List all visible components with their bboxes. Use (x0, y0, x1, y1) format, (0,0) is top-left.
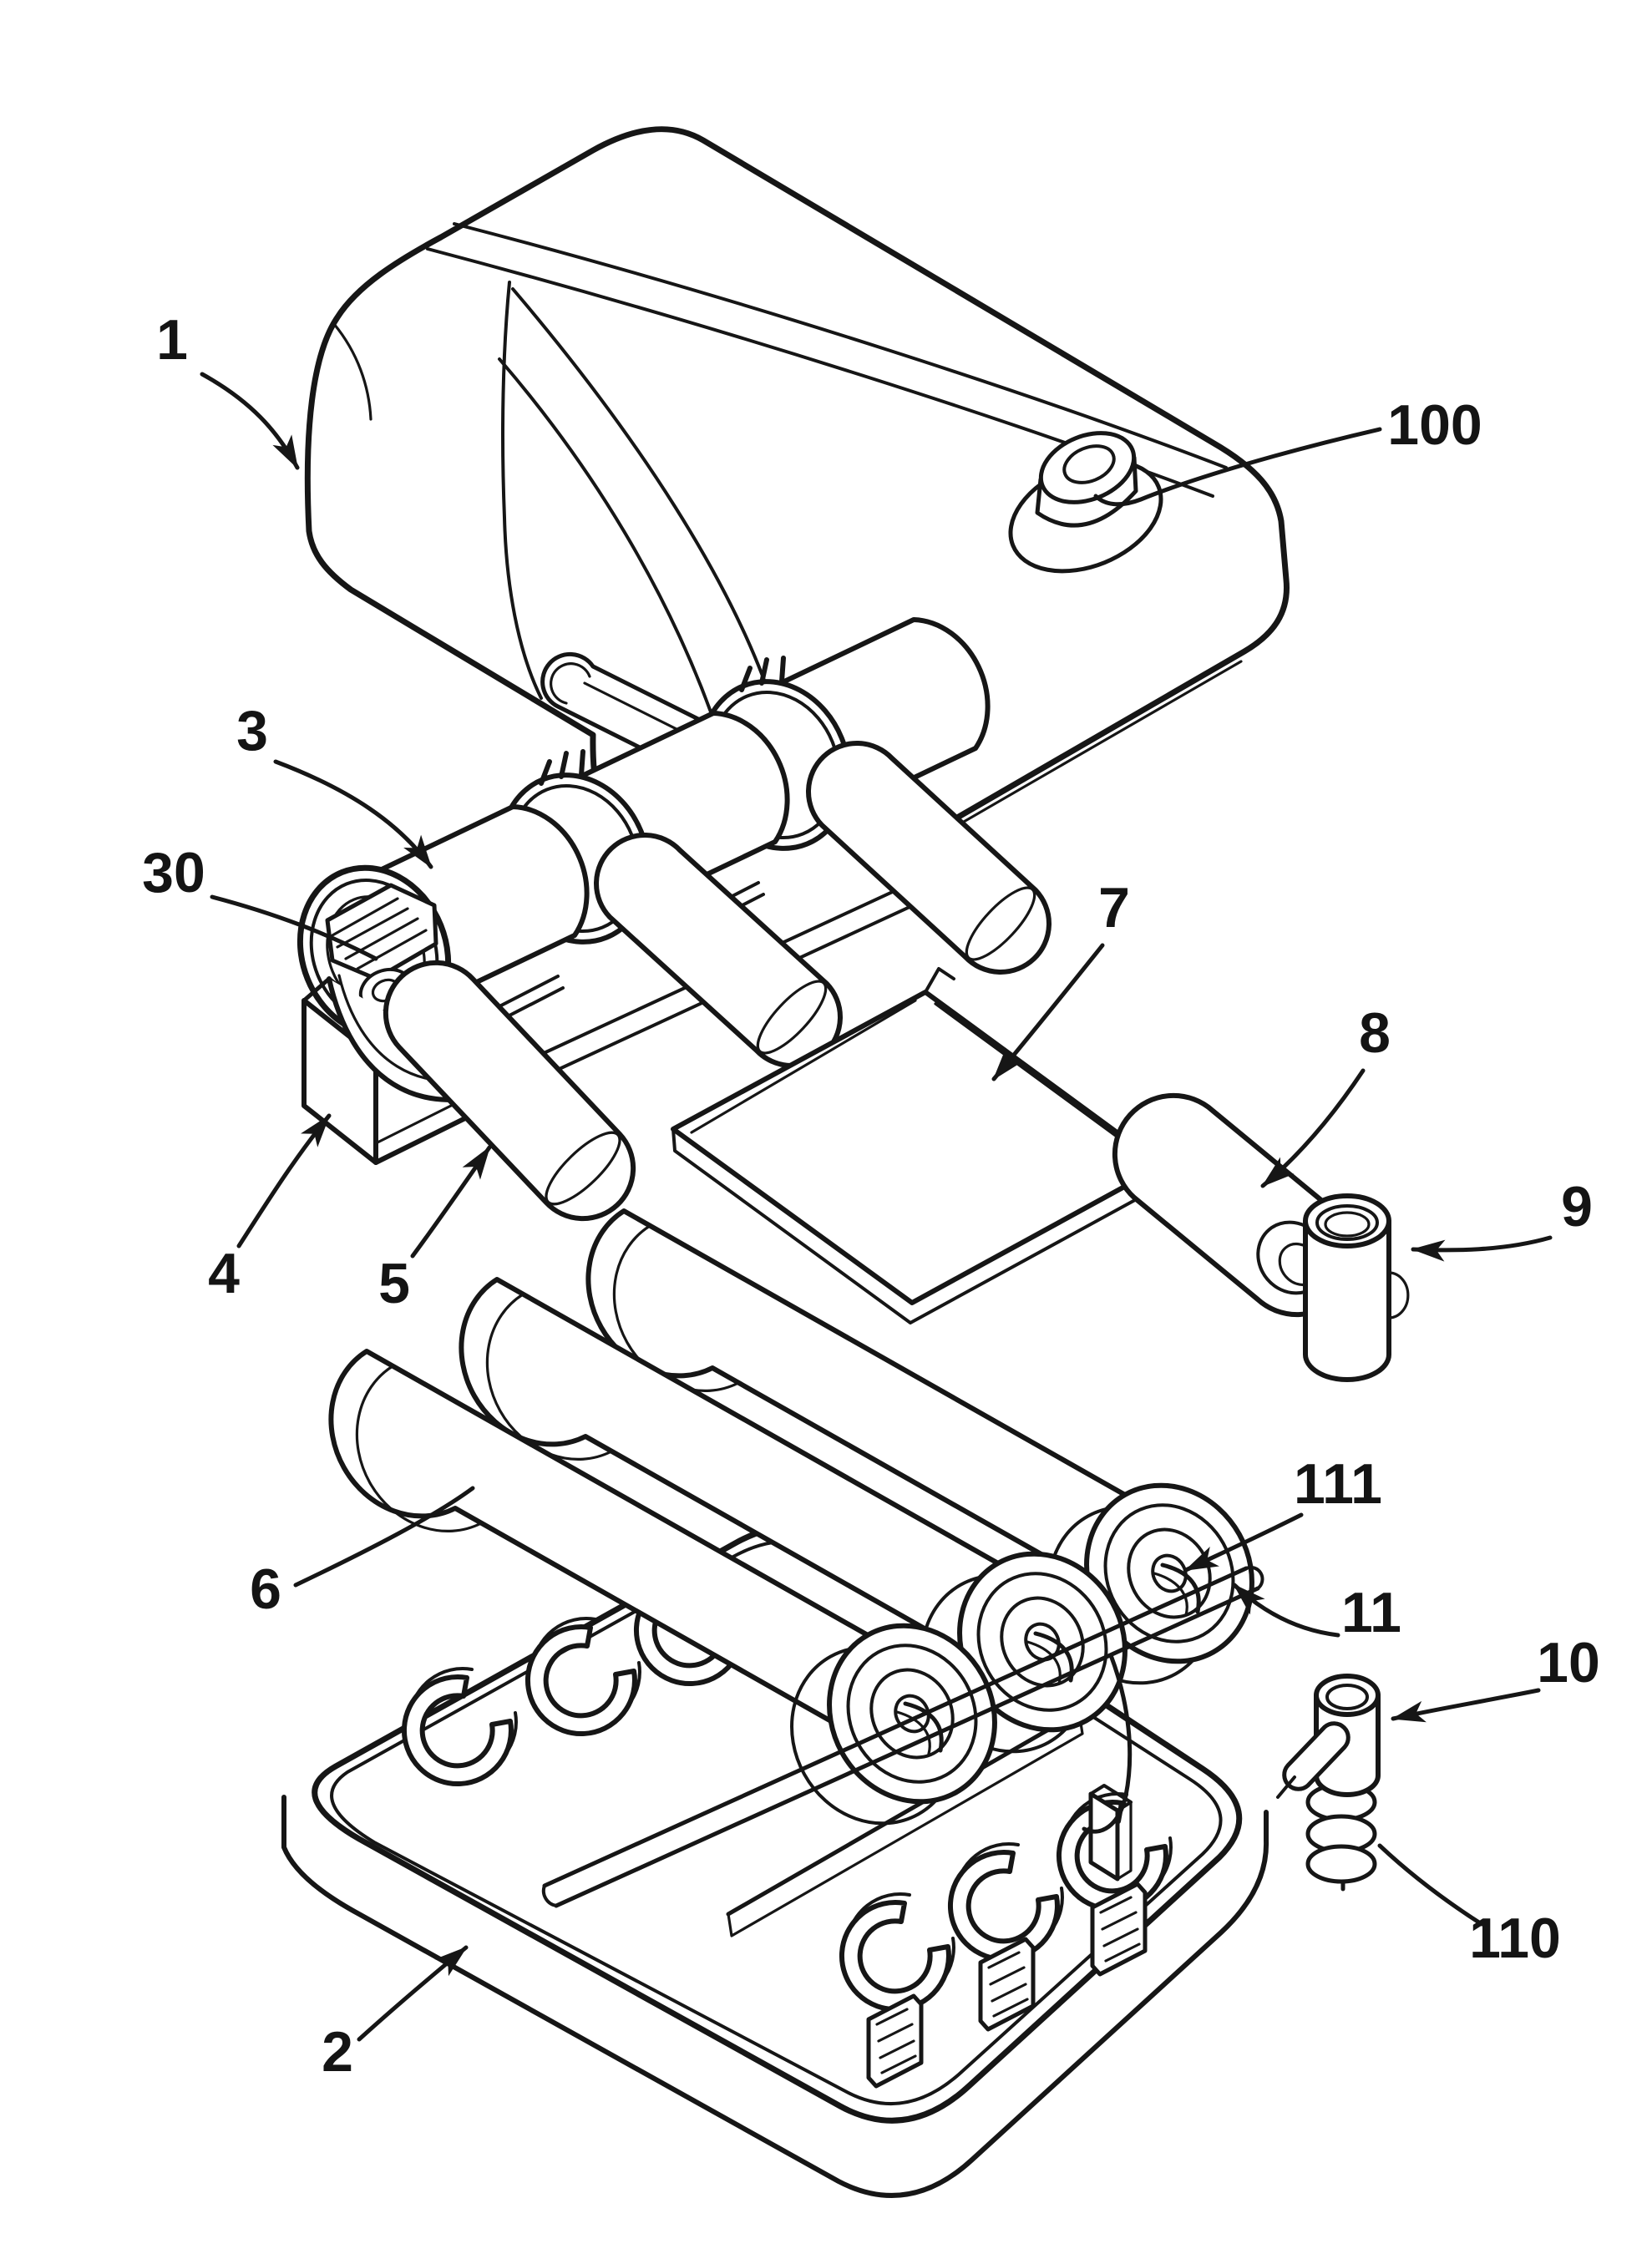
leader-110 (1377, 1843, 1484, 1927)
terminal-post (1088, 1784, 1133, 1882)
ref-label-5: 5 (378, 1252, 410, 1315)
ref-label-3: 3 (236, 699, 268, 762)
ref-label-1: 1 (156, 308, 188, 372)
pin-lug (1282, 1721, 1350, 1791)
reference-numerals: 1 100 3 30 4 5 7 8 9 6 111 11 10 110 2 (142, 308, 1600, 2084)
leader-8 (1260, 1068, 1366, 1188)
pinch-roller (594, 833, 843, 1068)
leader-9 (1411, 1235, 1553, 1262)
leader-4 (236, 1113, 332, 1248)
cover-hump-edge2 (498, 357, 722, 740)
ref-label-9: 9 (1561, 1175, 1593, 1238)
tray-wall (281, 1795, 1269, 2198)
tray-step-edge (726, 1709, 1082, 1917)
leader-100 (1093, 427, 1382, 507)
ref-label-30: 30 (142, 841, 205, 904)
leader-7 (991, 943, 1105, 1081)
ref-label-7: 7 (1098, 876, 1130, 940)
battery-group (328, 1208, 1254, 1826)
leader-6 (293, 1486, 475, 1588)
battery (459, 1277, 1128, 1754)
ref-label-6: 6 (250, 1557, 281, 1621)
contact-pin (1276, 1674, 1381, 1799)
cover-corner-contour (332, 322, 372, 421)
cover-top-ridge-line (453, 222, 1228, 469)
ref-label-10: 10 (1537, 1631, 1600, 1694)
pinch-roller (806, 741, 1052, 975)
gear-teeth (739, 656, 786, 692)
ref-label-8: 8 (1359, 1001, 1391, 1065)
button-top-inner (1062, 444, 1116, 484)
ref-label-110: 110 (1469, 1907, 1561, 1970)
leader-11 (1232, 1583, 1340, 1638)
ref-label-2: 2 (322, 2020, 353, 2084)
leader-1 (200, 372, 300, 470)
roller-strap3 (499, 975, 560, 1007)
leader-30 (210, 894, 378, 961)
cover-opening-inner-line (919, 660, 1243, 848)
ref-label-11: 11 (1341, 1581, 1401, 1644)
cover-hump-edge (511, 287, 777, 713)
roller-strap4 (504, 986, 565, 1019)
wire-hook (1082, 1653, 1133, 1834)
leader-2 (357, 1945, 469, 2042)
leader-10 (1391, 1688, 1541, 1723)
leader-5 (410, 1145, 492, 1259)
contact-pin-assembly (1276, 1674, 1381, 1892)
leader-3 (273, 759, 433, 869)
cover-left-face-line (501, 281, 543, 700)
roller-assembly (296, 617, 991, 1165)
ref-label-4: 4 (208, 1242, 240, 1305)
leader-lines (200, 372, 1553, 2042)
battery (328, 1349, 997, 1826)
leader-111 (1183, 1512, 1304, 1573)
connector-wire (541, 1563, 1264, 1908)
gear-teeth (539, 749, 585, 786)
ref-label-100: 100 (1387, 393, 1482, 457)
power-button (1008, 431, 1163, 574)
pinch-roller (383, 960, 636, 1222)
pinch-rollers (383, 741, 1052, 1222)
contact-sleeve (1303, 1193, 1410, 1382)
ref-label-111: 111 (1294, 1452, 1382, 1516)
top-cover (304, 126, 1290, 867)
